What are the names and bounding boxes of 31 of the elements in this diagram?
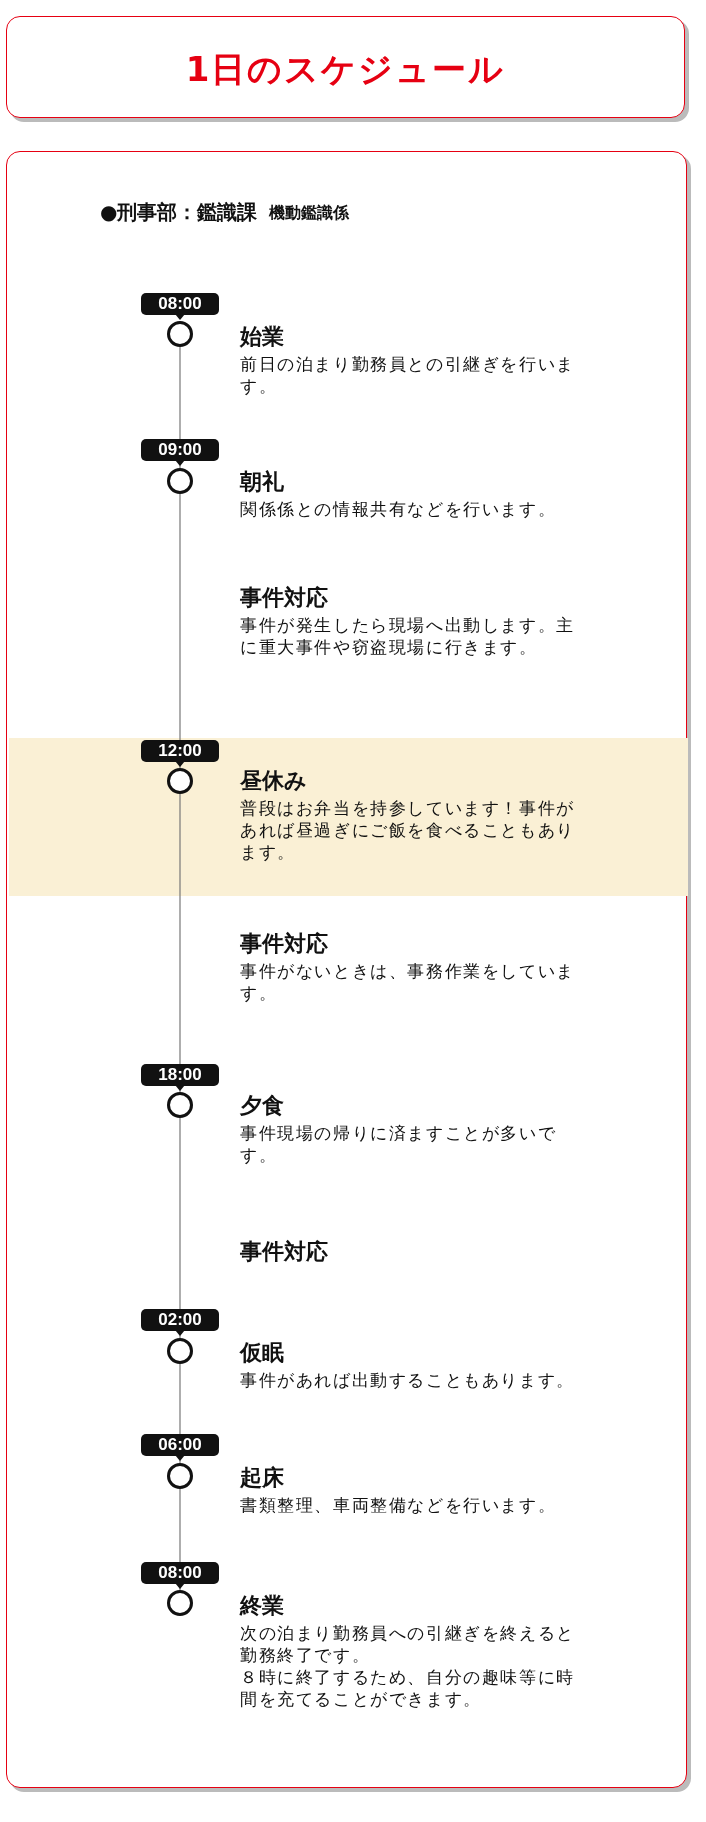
timeline-circle (167, 768, 193, 794)
item-heading: 夕食 (240, 1092, 285, 1120)
item-heading: 起床 (240, 1464, 285, 1492)
timeline-line (179, 1488, 181, 1591)
timeline-line (179, 1117, 181, 1339)
item-heading: 昼休み (240, 767, 308, 795)
subheading: 機動鑑識係 (269, 203, 350, 224)
title: 1日のスケジュール (184, 48, 507, 91)
item-heading: 終業 (240, 1592, 285, 1620)
highlight-band (9, 738, 688, 896)
item-description: 普段はお弁当を持参しています！事件があれば昼過ぎにご飯を食べることもあります。 (240, 798, 576, 864)
item-description: 事件が発生したら現場へ出動します。主に重大事件や窃盗現場に行きます。 (240, 615, 576, 659)
item-heading: 仮眠 (240, 1339, 285, 1367)
item-description: 事件があれば出動することもあります。 (240, 1370, 576, 1392)
item-description: ８時に終了するため、自分の趣味等に時間を充てることができます。 (240, 1667, 576, 1711)
section-heading: ●刑事部：鑑識課 (100, 199, 258, 226)
item-heading: 事件対応 (240, 930, 329, 958)
item-heading: 事件対応 (240, 584, 329, 612)
timeline-line (179, 1363, 181, 1464)
timeline-line (179, 346, 181, 469)
item-heading: 事件対応 (240, 1238, 329, 1266)
timeline-line (179, 493, 181, 769)
timeline-line (179, 793, 181, 1093)
item-heading: 始業 (240, 323, 285, 351)
item-description: 関係係との情報共有などを行います。 (240, 499, 558, 521)
item-description: 前日の泊まり勤務員との引継ぎを行います。 (240, 354, 576, 398)
item-description: 事件がないときは、事務作業をしています。 (240, 961, 576, 1005)
item-description: 事件現場の帰りに済ますことが多いです。 (240, 1123, 558, 1167)
item-description: 書類整理、車両整備などを行います。 (240, 1495, 558, 1517)
item-heading: 朝礼 (240, 468, 285, 496)
item-description: 次の泊まり勤務員への引継ぎを終えると勤務終了です。 (240, 1623, 576, 1667)
